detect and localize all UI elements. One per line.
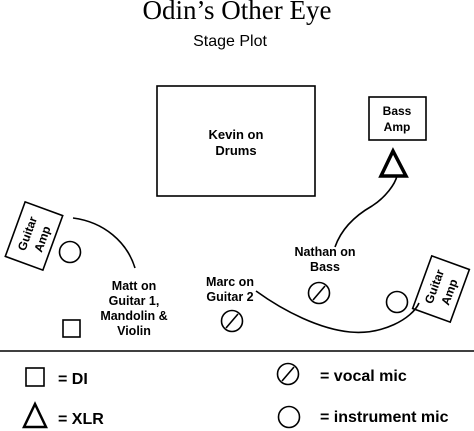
bass-amp: Bass Amp: [368, 96, 427, 141]
matt-label-line3: Mandolin &: [100, 309, 167, 323]
guitar-amp-left: Guitar Amp: [4, 200, 64, 272]
legend-instrument-label: = instrument mic: [320, 409, 449, 426]
legend-vocal-mic-icon: [276, 362, 300, 386]
instrument-mic-icon: [58, 240, 82, 264]
xlr-triangle-icon: [378, 147, 409, 178]
legend-xlr-icon: [22, 401, 48, 429]
performer-marc: Marc on Guitar 2: [206, 275, 254, 304]
page-subtitle: Stage Plot: [193, 33, 267, 50]
instrument-mic-icon: [385, 290, 409, 314]
legend-instrument-mic-icon: [277, 405, 301, 429]
nathan-label-line2: Bass: [310, 260, 340, 274]
matt-label-line2: Guitar 1,: [109, 294, 160, 308]
drums-label-line1: Kevin on: [209, 127, 264, 142]
cable-nathan: [334, 175, 398, 248]
cable-matt: [72, 217, 136, 269]
legend: = DI = XLR = vocal mic = instrument mic: [22, 362, 449, 429]
legend-di-icon: [25, 367, 45, 387]
page-title: Odin’s Other Eye: [143, 0, 332, 25]
vocal-mic-icon: [307, 281, 331, 305]
matt-label-line1: Matt on: [112, 279, 156, 293]
matt-label-line4: Violin: [117, 324, 151, 338]
marc-label-line2: Guitar 2: [206, 290, 253, 304]
drums-riser: Kevin on Drums: [156, 85, 316, 197]
bass-amp-label-line1: Bass: [383, 104, 412, 118]
marc-label-line1: Marc on: [206, 275, 254, 289]
vocal-mic-icon: [220, 309, 244, 333]
legend-vocal-label: = vocal mic: [320, 368, 407, 385]
legend-di-label: = DI: [58, 371, 88, 388]
nathan-label-line1: Nathan on: [294, 245, 355, 259]
di-box-icon: [62, 319, 81, 338]
legend-xlr-label: = XLR: [58, 411, 104, 428]
performer-nathan: Nathan on Bass: [294, 245, 355, 274]
cable-marc: [255, 290, 420, 334]
bass-amp-label-line2: Amp: [384, 120, 411, 134]
drums-label-line2: Drums: [215, 143, 256, 158]
guitar-amp-right: Guitar Amp: [411, 254, 471, 324]
performer-matt: Matt on Guitar 1, Mandolin & Violin: [100, 279, 167, 338]
